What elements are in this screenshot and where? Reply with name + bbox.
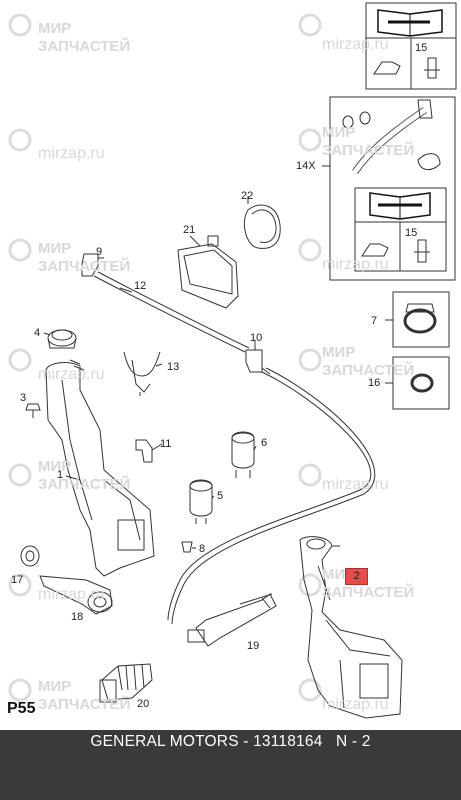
oil-can-icon: [361, 243, 389, 257]
callout-18: 18: [71, 611, 84, 623]
part-22-cap: [243, 204, 281, 249]
watermark-site: mirzap.ru: [38, 586, 105, 603]
callout-9: 9: [96, 246, 103, 258]
callout-19: 19: [247, 640, 260, 652]
grease-gun-icon: [414, 239, 430, 263]
part-20-bellows: [99, 663, 153, 703]
watermark-line1: МИР: [322, 344, 356, 361]
callout-15-top: 15: [415, 42, 428, 54]
oil-can-icon: [373, 61, 401, 75]
watermark-logo: [8, 13, 322, 702]
repair-manual-icon: [369, 192, 431, 220]
watermark-site: mirzap.ru: [322, 256, 389, 273]
tank-2: [299, 536, 403, 719]
callout-15-inner: 15: [405, 227, 418, 239]
part-17-grommet: [20, 545, 40, 567]
callout-5: 5: [217, 490, 224, 502]
part-21-nozzle: [177, 235, 239, 309]
part-11-elbow: [135, 439, 153, 463]
part-10-connector: [245, 349, 263, 373]
watermark-line2: ЗАПЧАСТЕЙ: [322, 584, 415, 601]
callout-16: 16: [368, 377, 381, 389]
tank-1: [45, 359, 155, 577]
callout-8: 8: [199, 543, 206, 555]
callout-3: 3: [20, 392, 27, 404]
part-13-bracket: [123, 351, 161, 396]
watermark-line2: ЗАПЧАСТЕЙ: [322, 362, 415, 379]
part-8-grommet: [181, 541, 193, 553]
page-code: P55: [7, 700, 36, 717]
watermark-site: mirzap.ru: [38, 145, 105, 162]
watermark-line1: МИР: [322, 124, 356, 141]
parts-diagram: [8, 2, 457, 719]
watermark-site: mirzap.ru: [38, 366, 105, 383]
watermark-line2: ЗАПЧАСТЕЙ: [38, 38, 131, 55]
watermark-site: mirzap.ru: [322, 36, 389, 53]
hose-12: [93, 275, 246, 353]
hose-kit-drawing: [342, 99, 441, 175]
o-ring-drawing: [410, 373, 434, 393]
callout-7: 7: [371, 315, 378, 327]
callout-20: 20: [137, 698, 150, 710]
pump-5: [189, 479, 213, 524]
part-3-screw: [25, 403, 41, 418]
hose-clamp-drawing: [403, 303, 437, 334]
watermark-line2: ЗАПЧАСТЕЙ: [38, 258, 131, 275]
footer-bar: GENERAL MOTORS - 13118164 N - 2: [0, 730, 461, 800]
callout-2-highlighted: 2: [345, 568, 368, 585]
callout-1: 1: [57, 469, 64, 481]
callout-4: 4: [34, 327, 41, 339]
part-9-elbow: [81, 253, 99, 277]
watermark-line1: МИР: [38, 458, 72, 475]
footer-part-number: GENERAL MOTORS - 13118164 N - 2: [90, 733, 371, 750]
watermark-line1: МИР: [38, 678, 72, 695]
callout-17: 17: [11, 574, 24, 586]
watermark-line2: ЗАПЧАСТЕЙ: [38, 696, 131, 713]
callout-6: 6: [261, 437, 268, 449]
callout-11: 11: [160, 438, 172, 450]
repair-manual-icon: [377, 9, 443, 37]
watermark-line2: ЗАПЧАСТЕЙ: [38, 476, 131, 493]
callout-10: 10: [250, 332, 263, 344]
part-19-harness: [187, 593, 277, 647]
callout-13: 13: [167, 361, 180, 373]
grease-gun-icon: [424, 57, 440, 79]
watermark-site: mirzap.ru: [322, 476, 389, 493]
callout-21: 21: [183, 224, 196, 236]
part-4-cap: [47, 329, 77, 349]
callout-22: 22: [241, 190, 254, 202]
kit-box: [329, 96, 456, 281]
callout-12: 12: [134, 280, 147, 292]
part-18-filler: [39, 575, 113, 615]
watermark-site: mirzap.ru: [322, 696, 389, 713]
washer-hose: [167, 371, 372, 621]
part-7-box: [392, 291, 450, 348]
watermark-line1: МИР: [38, 20, 72, 37]
watermark-line2: ЗАПЧАСТЕЙ: [322, 142, 415, 159]
pump-6: [231, 431, 255, 478]
watermark-line1: МИР: [38, 240, 72, 257]
callout-14x: 14X: [296, 160, 316, 172]
